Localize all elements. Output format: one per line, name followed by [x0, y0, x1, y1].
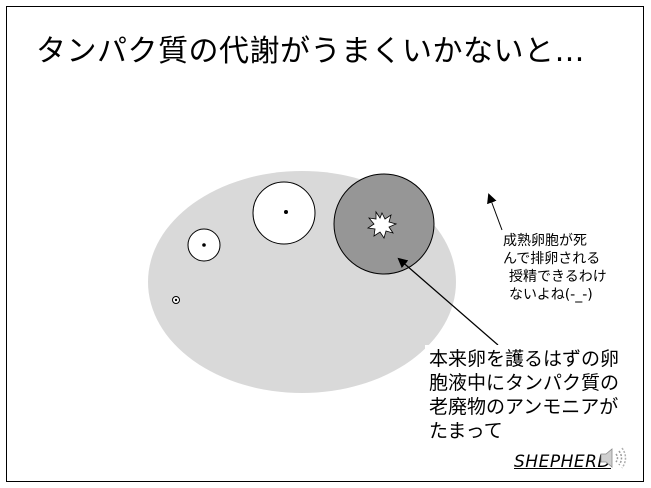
callout-arrow: [397, 257, 499, 346]
note-line: んで排卵される: [503, 251, 601, 267]
callout-line: 老廃物のアンモニアが: [429, 396, 619, 418]
follicle-secondary-oocyte: [202, 243, 206, 247]
note-line: ないよね(-_-): [509, 287, 593, 303]
dead-follicle-note: 成熟卵胞が死 んで排卵される 授精できるわけ ないよね(-_-): [503, 232, 638, 304]
note-arrow: [487, 193, 503, 231]
follicle-primordial-oocyte: [174, 298, 178, 302]
note-line: 成熟卵胞が死: [503, 233, 587, 249]
follicle-tertiary-oocyte: [284, 210, 288, 214]
callout-line: 本来卵を護るはずの卵: [429, 348, 620, 370]
speaker-icon[interactable]: [598, 445, 632, 471]
brand-logo: SHEPHERD: [514, 452, 611, 472]
follicle-tertiary: [252, 181, 316, 245]
callout-line: 胞液中にタンパク質の: [429, 372, 620, 394]
slide-title: タンパク質の代謝がうまくいかないと…: [36, 34, 585, 69]
ammonia-callout: 本来卵を護るはずの卵 胞液中にタンパク質の 老廃物のアンモニアが たまって: [425, 345, 640, 445]
burst-icon: [366, 210, 398, 239]
callout-line: たまって: [429, 420, 503, 442]
note-line: 授精できるわけ: [509, 269, 607, 285]
